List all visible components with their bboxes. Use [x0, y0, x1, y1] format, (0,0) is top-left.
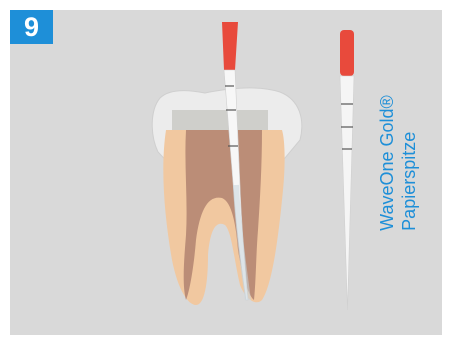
product-name: WaveOne Gold® — [376, 95, 398, 231]
tooth-root — [163, 130, 284, 305]
paper-point — [340, 30, 354, 310]
product-item: Papierspitze — [398, 95, 420, 231]
